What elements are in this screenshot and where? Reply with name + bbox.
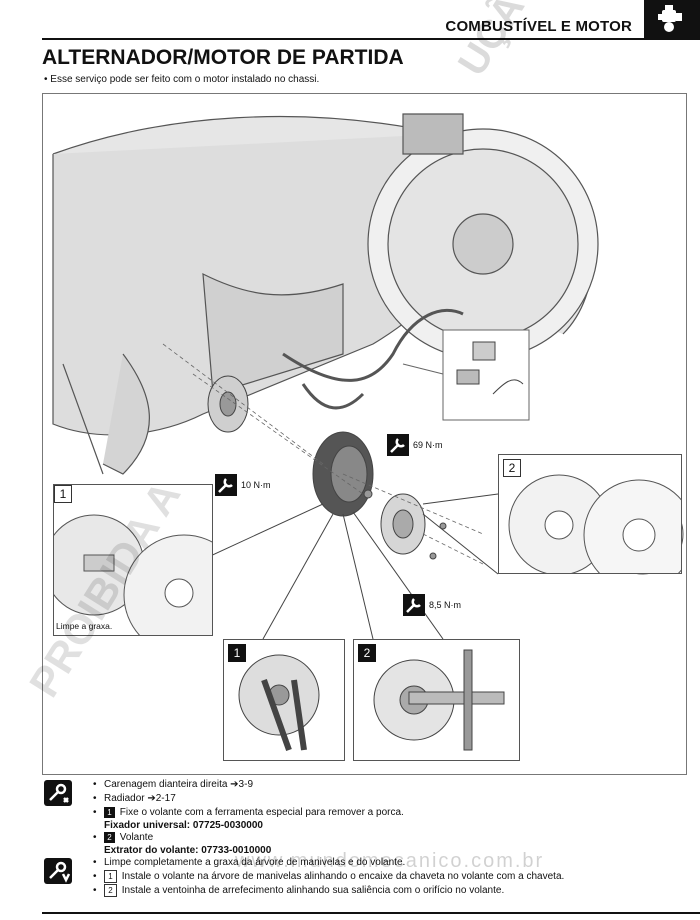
callout-number: 1 [228, 644, 246, 662]
watermark-text-top: UÇÃO [450, 0, 550, 84]
torque-wrench-icon [215, 474, 237, 496]
install-icon [44, 858, 72, 884]
holder-tool-drawing [238, 654, 320, 752]
step-number: 2 [104, 831, 115, 843]
engine-icon [644, 0, 700, 38]
removal-group: Carenagem dianteira direita ➔3-9 Radiado… [42, 778, 682, 856]
torque-label-10: 10 N·m [215, 474, 271, 496]
install-item: Limpe completamente a graxa da árvore de… [92, 856, 682, 870]
step-text: Volante [119, 832, 154, 843]
callout-box-2-detail: 2 [498, 454, 682, 574]
exploded-diagram: 69 N·m 10 N·m 8,5 N·m 1 Limpe a graxa. [42, 93, 687, 775]
intro-note: • Esse serviço pode ser feito com o moto… [44, 74, 320, 85]
section-heading: COMBUSTÍVEL E MOTOR [445, 18, 632, 35]
torque-label-8-5: 8,5 N·m [403, 594, 461, 616]
step-text: Instale o volante na árvore de manivelas… [121, 871, 565, 883]
tool-name: Extrator do volante: 07733-0010000 [104, 845, 272, 856]
removal-item: Carenagem dianteira direita ➔3-9 [92, 778, 682, 792]
callout-number: 2 [358, 644, 376, 662]
step-text: Fixe o volante com a ferramenta especial… [119, 807, 404, 818]
remove-icon [44, 780, 72, 806]
callout-box-2-tool: 2 [353, 639, 520, 761]
torque-wrench-icon [403, 594, 425, 616]
torque-wrench-icon [387, 434, 409, 456]
fan-alignment-drawing [508, 474, 681, 573]
step-number: 2 [104, 884, 117, 898]
tool-name: Fixador universal: 07725-0030000 [104, 820, 263, 831]
callout-number: 1 [54, 485, 72, 503]
removal-item: Radiador ➔2-17 [92, 792, 682, 806]
page-title: ALTERNADOR/MOTOR DE PARTIDA [42, 46, 404, 69]
callout-box-1-detail: 1 Limpe a graxa. [53, 484, 213, 636]
removal-step-1: 1 Fixe o volante com a ferramenta especi… [92, 806, 682, 820]
puller-tool-drawing [373, 649, 505, 751]
torque-value-10: 10 N·m [241, 480, 271, 490]
torque-value-8-5: 8,5 N·m [429, 600, 462, 610]
callout-box-1-tool: 1 [223, 639, 345, 761]
intro-note-text: Esse serviço pode ser feito com o motor … [50, 74, 320, 85]
install-item-1: 1 Instale o volante na árvore de manivel… [92, 870, 682, 884]
torque-value-69: 69 N·m [413, 440, 443, 450]
step-number: 1 [104, 870, 117, 883]
torque-label-69: 69 N·m [387, 434, 443, 456]
removal-step-2: 2 Volante [92, 831, 682, 845]
site-watermark: www.mundomecanico.com.br [235, 850, 545, 872]
step-number: 1 [104, 806, 115, 818]
install-item-2: 2 Instale a ventoinha de arrefecimento a… [92, 884, 682, 898]
install-group: Limpe completamente a graxa da árvore de… [42, 856, 682, 898]
footer-rule [42, 912, 700, 914]
motorcycle-engine-drawing [52, 113, 684, 640]
procedure-steps: Carenagem dianteira direita ➔3-9 Radiado… [42, 778, 682, 898]
flywheel-keyway-drawing [54, 514, 212, 635]
callout1-caption: Limpe a graxa. [56, 621, 113, 631]
header-rule [42, 38, 700, 40]
callout-number: 2 [503, 459, 521, 477]
step-text: Instale a ventoinha de arrefecimento ali… [121, 885, 505, 897]
